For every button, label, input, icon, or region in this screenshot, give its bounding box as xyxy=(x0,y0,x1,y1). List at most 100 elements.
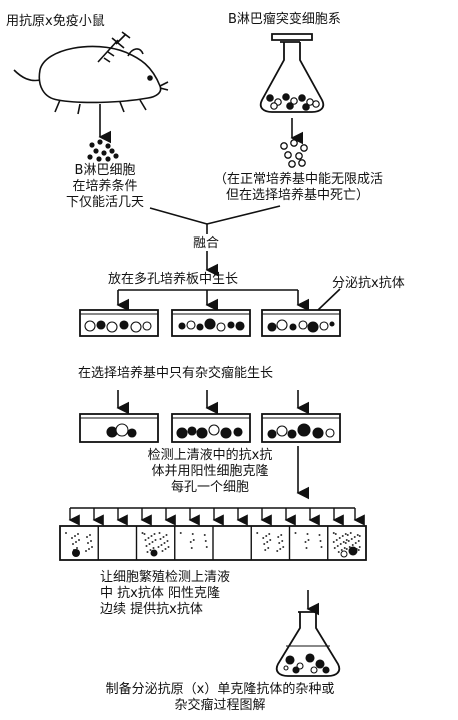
clone-dot xyxy=(341,535,344,537)
clone-dot xyxy=(149,549,152,551)
clone-dot xyxy=(268,533,271,535)
caption-line-1: 制备分泌抗原（x）单克隆抗体的杂种或 xyxy=(105,682,335,697)
myeloma-loose-cells xyxy=(280,139,308,168)
clone-cell xyxy=(150,549,158,557)
label-b-cell-1: B淋巴细胞 xyxy=(74,163,136,178)
caption-line-2: 杂交瘤过程图解 xyxy=(174,698,266,713)
antibody-cell xyxy=(283,665,289,671)
label-fusion: 融合 xyxy=(193,236,220,251)
clone-dot xyxy=(350,538,353,540)
clone-dot xyxy=(154,539,157,541)
myeloma-cells-in-flask xyxy=(266,93,320,111)
flask-cell xyxy=(282,93,290,101)
culture-plates xyxy=(79,309,341,443)
clone-dot xyxy=(189,541,192,543)
clone-dot xyxy=(337,551,340,553)
clone-dot xyxy=(345,539,348,541)
plate-cell xyxy=(96,320,106,330)
clone-dot xyxy=(75,541,77,543)
flask-cell xyxy=(298,94,306,102)
plate-cell xyxy=(267,322,277,332)
antibody-flask-cells xyxy=(283,645,330,674)
clone-dot xyxy=(269,539,272,541)
clone-dot xyxy=(157,546,160,548)
clone-dot xyxy=(319,540,322,542)
antibody-cell xyxy=(315,659,325,669)
clone-dot xyxy=(334,533,337,535)
myeloma-cell xyxy=(284,151,292,159)
flask-cell xyxy=(312,100,320,108)
myeloma-cell xyxy=(295,152,303,160)
clone-dot xyxy=(335,539,338,541)
b-cell xyxy=(93,148,99,154)
myeloma-cell xyxy=(288,160,296,168)
clone-dot xyxy=(343,547,346,549)
clone-dot xyxy=(76,547,78,549)
plate-cell xyxy=(208,424,220,436)
clone-dot xyxy=(161,550,164,552)
clone-dot xyxy=(162,536,165,538)
mouse-icon xyxy=(13,45,169,115)
plate-cell xyxy=(319,321,329,331)
clone-dot xyxy=(191,533,194,535)
clone-dot xyxy=(203,534,206,536)
b-cell xyxy=(96,156,102,162)
label-immunize-mouse: 用抗原x免疫小鼠 xyxy=(6,14,105,29)
clone-dot xyxy=(340,549,343,551)
plate-cell xyxy=(298,320,308,330)
antibody-cell xyxy=(310,666,318,674)
clone-dot xyxy=(145,545,148,547)
plate-cell xyxy=(186,320,196,330)
clone-dot xyxy=(282,546,285,548)
myeloma-flask-icon xyxy=(259,33,325,113)
plate-cell xyxy=(196,427,208,439)
myeloma-cell xyxy=(290,139,298,147)
label-secrete-antibody: 分泌抗x抗体 xyxy=(332,276,405,291)
clone-dot xyxy=(342,541,345,543)
clone-dot xyxy=(91,546,93,548)
plate-cell xyxy=(196,323,204,331)
clone-dot xyxy=(336,545,339,547)
plate-cell xyxy=(130,321,142,333)
clone-dot xyxy=(90,540,92,542)
plate-cell xyxy=(307,321,319,333)
label-b-cell-3: 下仅能活几天 xyxy=(65,195,144,210)
label-detect-2: 体并用阳性细胞克隆 xyxy=(151,464,269,479)
fusion-line-left xyxy=(149,207,208,225)
antibody-cell xyxy=(292,666,300,674)
clone-dot xyxy=(141,532,144,534)
plate-cell xyxy=(187,426,197,436)
label-detect-3: 每孔一个细胞 xyxy=(170,480,249,495)
clone-dot xyxy=(87,542,89,544)
clone-dot xyxy=(357,549,360,551)
clone-dot xyxy=(256,532,259,534)
label-multiwell-plate: 放在多孔培养板中生长 xyxy=(108,272,239,287)
clone-cell xyxy=(72,549,80,557)
plate-cell xyxy=(142,321,152,331)
clone-dot xyxy=(89,534,91,536)
plate-cell xyxy=(84,320,96,332)
label-detect-1: 检测上清液中的抗x抗 xyxy=(147,448,273,463)
myeloma-cell xyxy=(280,142,288,150)
antibody-cell xyxy=(285,655,295,665)
plate-cell xyxy=(216,322,226,332)
clone-dot xyxy=(264,549,267,551)
clone-dot xyxy=(65,532,67,534)
b-cell xyxy=(105,143,111,149)
plate-cell xyxy=(127,428,137,438)
plate-cell xyxy=(115,423,129,437)
plate-cell xyxy=(176,427,188,439)
clone-dot xyxy=(85,550,87,552)
plate-cell xyxy=(178,322,186,330)
plate-cell xyxy=(289,323,297,331)
clone-dot xyxy=(190,547,193,549)
secrete-pointer xyxy=(317,288,341,311)
clone-dot xyxy=(163,542,166,544)
myeloma-cell xyxy=(298,159,306,167)
clone-dot xyxy=(354,542,357,544)
plate-cell xyxy=(312,427,324,439)
clone-dot xyxy=(333,547,336,549)
b-cell xyxy=(87,154,93,160)
plate-cell xyxy=(325,428,335,438)
label-expand-1: 让细胞繁殖检测上清液 xyxy=(100,570,231,585)
